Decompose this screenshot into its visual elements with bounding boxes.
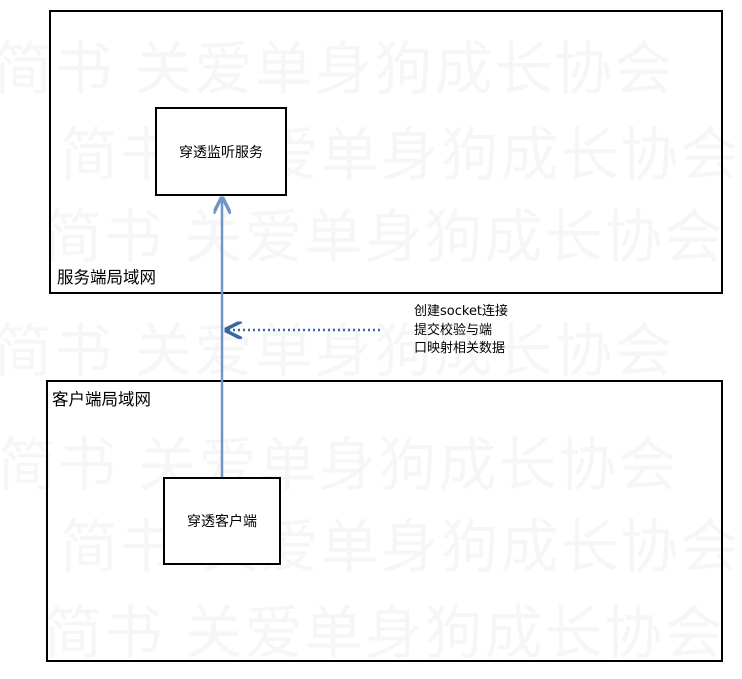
listen-service-label: 穿透监听服务 xyxy=(179,144,263,161)
annotation-line-1: 创建socket连接 xyxy=(414,304,509,319)
client-lan-zone xyxy=(46,380,723,662)
client-lan-label: 客户端局域网 xyxy=(52,390,151,409)
connection-annotation: 创建socket连接 提交校验与端 口映射相关数据 xyxy=(414,303,508,359)
annotation-line-3: 口映射相关数据 xyxy=(414,341,506,356)
server-lan-label: 服务端局域网 xyxy=(57,268,156,287)
listen-service-node: 穿透监听服务 xyxy=(155,107,287,196)
penetration-client-node: 穿透客户端 xyxy=(163,477,281,565)
penetration-client-label: 穿透客户端 xyxy=(187,514,257,530)
server-lan-zone xyxy=(49,10,723,294)
annotation-line-2: 提交校验与端 xyxy=(414,322,493,338)
